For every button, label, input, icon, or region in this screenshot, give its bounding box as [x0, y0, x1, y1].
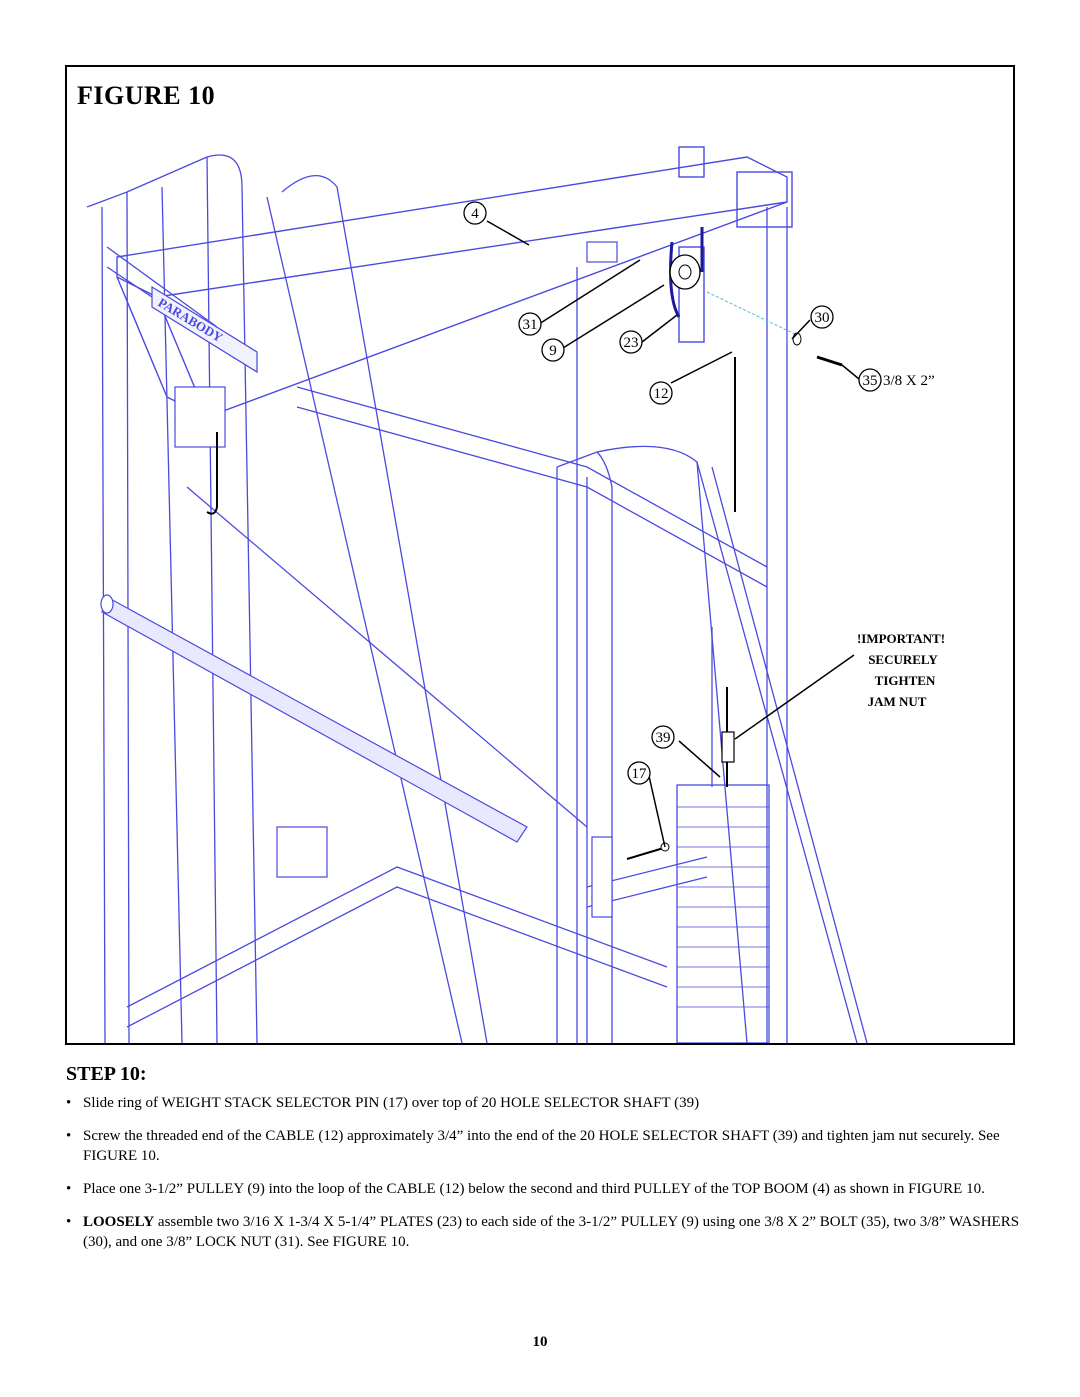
leader-lines — [486, 220, 860, 848]
bullet: • — [66, 1128, 72, 1144]
bullet: • — [66, 1095, 72, 1111]
logo-plate: PARABODY — [151, 285, 258, 374]
figure-title: FIGURE 10 — [77, 81, 216, 110]
svg-text:35: 35 — [863, 373, 878, 389]
instruction-text: assemble two 3/16 X 1-3/4 X 5-1/4” PLATE… — [83, 1214, 1020, 1250]
svg-text:39: 39 — [656, 730, 671, 746]
callout-4: 4 — [463, 201, 487, 225]
svg-text:31: 31 — [523, 317, 538, 333]
important-line-tighten: TIGHTEN — [875, 673, 936, 688]
bullet: • — [66, 1181, 72, 1197]
callout-17: 17 — [627, 761, 651, 785]
list-item: • LOOSELY assemble two 3/16 X 1-3/4 X 5-… — [60, 1212, 1020, 1252]
instruction-text: Slide ring of WEIGHT STACK SELECTOR PIN … — [83, 1095, 700, 1111]
callout-35: 35 — [858, 368, 882, 392]
list-item: • Screw the threaded end of the CABLE (1… — [60, 1126, 1020, 1166]
important-line-jam-nut: JAM NUT — [868, 694, 927, 709]
svg-text:17: 17 — [632, 766, 648, 782]
callout-12: 12 — [649, 381, 673, 405]
handle-bar — [100, 386, 613, 918]
svg-text:4: 4 — [471, 206, 479, 222]
instruction-text: Place one 3-1/2” PULLEY (9) into the loo… — [83, 1181, 985, 1197]
step-instructions: • Slide ring of WEIGHT STACK SELECTOR PI… — [60, 1093, 1020, 1265]
list-item: • Place one 3-1/2” PULLEY (9) into the l… — [60, 1179, 1020, 1199]
pulley-assembly — [586, 241, 701, 290]
emphasis: LOOSELY — [83, 1214, 155, 1230]
instruction-text: Screw the threaded end of the CABLE (12)… — [83, 1128, 1000, 1164]
step-title: STEP 10: — [66, 1063, 147, 1085]
svg-text:23: 23 — [624, 335, 639, 351]
important-heading: !IMPORTANT! — [857, 631, 945, 646]
svg-text:12: 12 — [654, 386, 669, 402]
assembly-drawing: PARABODY — [86, 146, 945, 1043]
frame-lines — [86, 154, 868, 1043]
figure-panel: PARABODY — [65, 65, 1015, 1045]
callout-23: 23 — [619, 330, 643, 354]
svg-text:9: 9 — [549, 343, 557, 359]
callout-30: 30 — [810, 305, 834, 329]
bullet: • — [66, 1214, 72, 1230]
callout-39: 39 — [651, 725, 675, 749]
callouts: 4 31 9 23 30 35 3/8 X 2” — [463, 201, 935, 785]
callout-31: 31 — [518, 312, 542, 336]
svg-text:30: 30 — [815, 310, 830, 326]
important-note: !IMPORTANT! SECURELY TIGHTEN JAM NUT — [857, 631, 945, 709]
selector-shaft — [626, 731, 735, 860]
list-item: • Slide ring of WEIGHT STACK SELECTOR PI… — [60, 1093, 1020, 1113]
page-number: 10 — [532, 1334, 548, 1350]
bolt-size-label: 3/8 X 2” — [883, 373, 935, 389]
important-line-securely: SECURELY — [868, 652, 938, 667]
callout-9: 9 — [541, 338, 565, 362]
